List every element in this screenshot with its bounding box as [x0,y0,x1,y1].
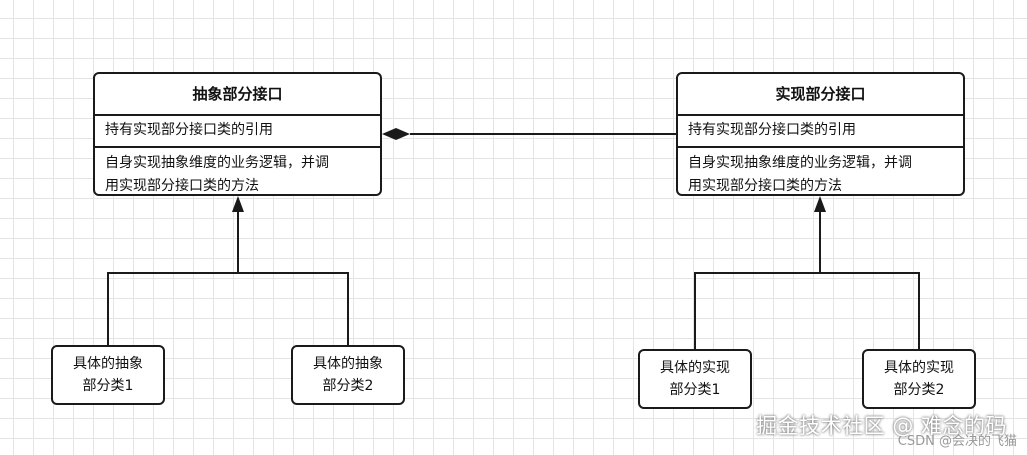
implementor-method-line-2: 用实现部分接口类的方法 [688,178,842,194]
concrete-implementor-1-box[interactable]: 具体的实现 部分类1 [638,349,752,409]
aggregation-diamond [382,128,410,140]
concrete-abstraction-2-line-2: 部分类2 [322,378,374,394]
concrete-abstraction-1-box[interactable]: 具体的抽象 部分类1 [51,345,165,405]
implementor-method-line-1: 自身实现抽象维度的业务逻辑，并调 [688,155,912,171]
concrete-implementor-2-line-1: 具体的实现 [884,360,954,376]
implementor-interface-title: 实现部分接口 [678,74,963,116]
left-inheritance-arrowhead [232,196,244,212]
implementor-interface-method: 自身实现抽象维度的业务逻辑，并调 用实现部分接口类的方法 [678,148,963,194]
concrete-implementor-1-line-2: 部分类1 [669,382,721,398]
concrete-abstraction-1-line-1: 具体的抽象 [73,356,143,372]
concrete-abstraction-1-line-2: 部分类1 [82,378,134,394]
watermark-csdn: CSDN @会决的飞猫 [897,434,1017,449]
implementor-interface-field: 持有实现部分接口类的引用 [678,116,963,148]
concrete-implementor-2-line-2: 部分类2 [893,382,945,398]
abstraction-interface-method: 自身实现抽象维度的业务逻辑，并调 用实现部分接口类的方法 [95,148,380,194]
watermark-juejin: 掘金技术社区 @ 难念的码 [756,414,1007,438]
concrete-abstraction-2-line-1: 具体的抽象 [313,356,383,372]
abstraction-interface-field: 持有实现部分接口类的引用 [95,116,380,148]
right-inheritance-connector [694,196,920,350]
abstraction-interface-box[interactable]: 抽象部分接口 持有实现部分接口类的引用 自身实现抽象维度的业务逻辑，并调 用实现… [93,72,382,196]
implementor-interface-box[interactable]: 实现部分接口 持有实现部分接口类的引用 自身实现抽象维度的业务逻辑，并调 用实现… [676,72,965,196]
left-inheritance-connector [107,196,349,346]
abstraction-interface-title: 抽象部分接口 [95,74,380,116]
concrete-implementor-1-line-1: 具体的实现 [660,360,730,376]
abstraction-method-line-2: 用实现部分接口类的方法 [105,178,259,194]
concrete-abstraction-2-box[interactable]: 具体的抽象 部分类2 [291,345,405,405]
right-inheritance-arrowhead [814,196,826,212]
abstraction-method-line-1: 自身实现抽象维度的业务逻辑，并调 [105,155,329,171]
concrete-implementor-2-box[interactable]: 具体的实现 部分类2 [862,349,976,409]
